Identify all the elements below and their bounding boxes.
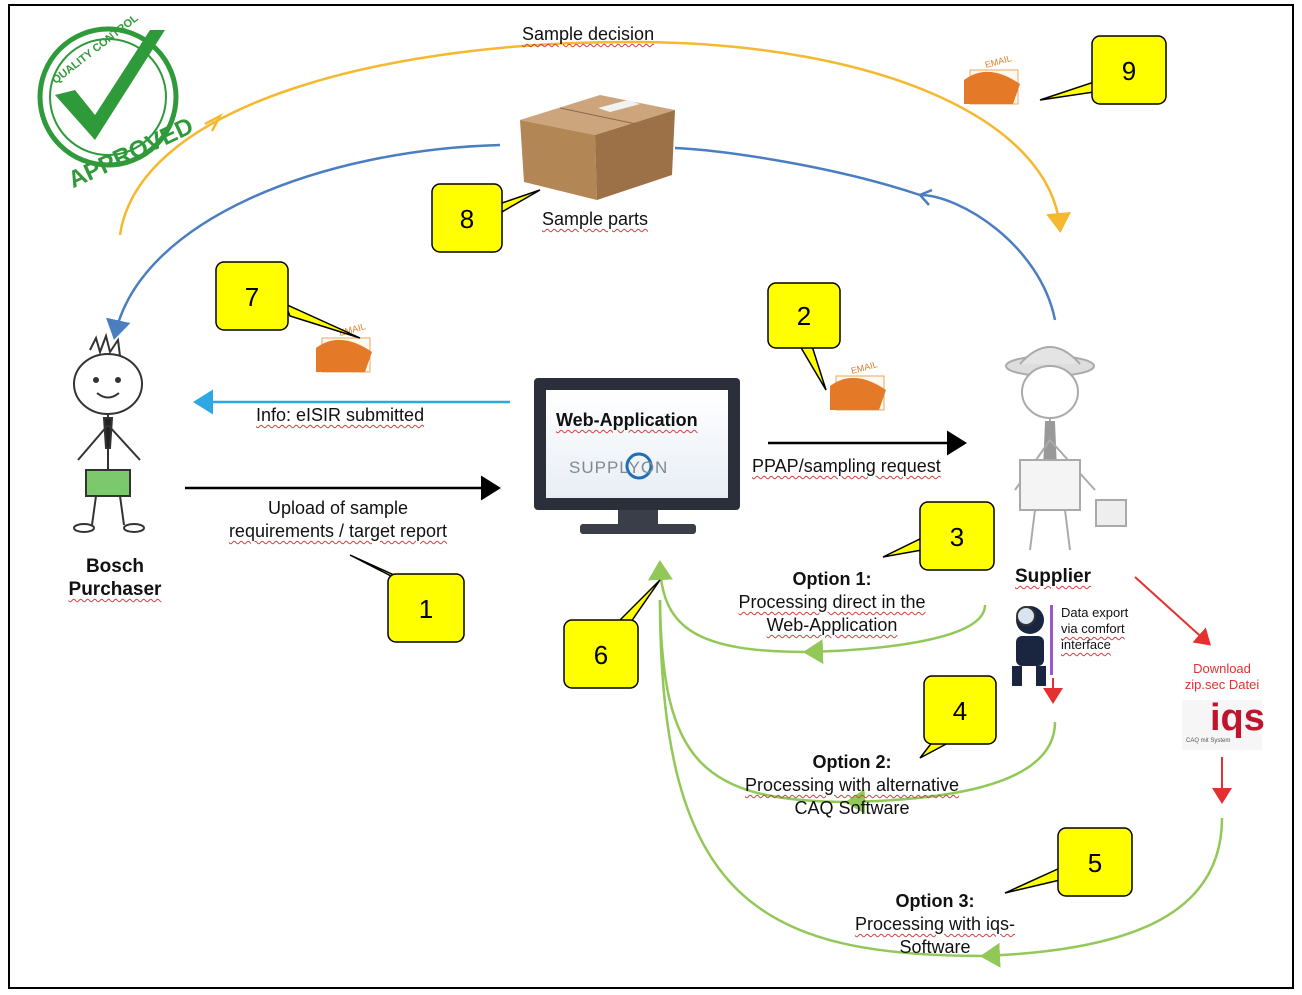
- bosch-purchaser-label: Bosch Purchaser: [60, 555, 170, 601]
- supplier-figure: [1005, 346, 1127, 551]
- callout-9: 9: [1039, 35, 1167, 105]
- download-arrow: [1134, 576, 1211, 646]
- download-label: Download zip.sec Datei: [1172, 661, 1272, 693]
- sample-decision-arrow: [118, 40, 1072, 236]
- info-submitted-label: Info: eISIR submitted: [256, 405, 425, 425]
- supplier-label: Supplier: [1015, 566, 1092, 587]
- option1-arrow: [803, 604, 987, 665]
- sample-decision-label: Sample decision: [522, 24, 655, 44]
- option3-title: Option 3:: [895, 891, 975, 911]
- robot-icon: [1012, 606, 1046, 686]
- upload-label-line2: requirements / target report: [228, 521, 448, 541]
- option1-arrow-return: [647, 560, 809, 654]
- data-export-line2: via comfort: [1061, 621, 1125, 636]
- option2-line2: CAQ Software: [794, 798, 910, 818]
- package-icon: [520, 95, 675, 200]
- option2-arrow-return: [658, 599, 851, 804]
- upload-label: Upload of sample requirements / target r…: [198, 497, 478, 543]
- callout-3: 3: [882, 501, 995, 571]
- data-export-line1: Data export: [1061, 605, 1129, 620]
- option1-line1: Processing direct in the: [738, 592, 926, 612]
- callout-1-number: 1: [419, 594, 433, 624]
- callout-4-number: 4: [953, 696, 967, 726]
- data-export-line3: interface: [1061, 637, 1111, 652]
- bosch-purchaser-figure: [73, 332, 145, 533]
- option1-title: Option 1:: [792, 569, 872, 589]
- option3-arrow-return: [658, 599, 986, 958]
- callout-6-number: 6: [594, 640, 608, 670]
- email-icon: EMAIL: [830, 359, 886, 411]
- sample-parts-arrow: [674, 146, 1057, 321]
- callout-2-number: 2: [797, 301, 811, 331]
- download-line2: zip.sec Datei: [1184, 677, 1260, 692]
- callout-9-number: 9: [1122, 56, 1136, 86]
- monitor-icon: [534, 378, 740, 534]
- callout-2: 2: [767, 282, 841, 391]
- option2-text: Option 2: Processing with alternative CA…: [722, 751, 982, 820]
- callout-3-number: 3: [950, 522, 964, 552]
- export-gradient-bar: [1050, 605, 1053, 675]
- email-icon: EMAIL: [964, 53, 1020, 105]
- option2-title: Option 2:: [812, 752, 892, 772]
- callout-1: 1: [349, 554, 465, 643]
- email-label: EMAIL: [850, 359, 879, 376]
- option3-text: Option 3: Processing with iqs- Software: [825, 890, 1045, 959]
- option3-line1: Processing with iqs-: [854, 914, 1016, 934]
- iqs-logo-text: iqs: [1210, 697, 1265, 739]
- option3-arrow: [980, 817, 1224, 968]
- sample-parts-arrow-left: [105, 143, 501, 340]
- sample-decision-arrowhead-left: [204, 112, 224, 132]
- sample-parts-label: Sample parts: [542, 209, 649, 229]
- supplyon-logo: SUPPLYON: [569, 458, 669, 477]
- upload-label-line1: Upload of sample: [267, 498, 409, 518]
- bosch-label-line2: Purchaser: [68, 579, 162, 600]
- email-icon: EMAIL: [316, 321, 372, 373]
- callout-8-number: 8: [460, 204, 474, 234]
- callout-6: 6: [563, 579, 661, 689]
- quality-approved-stamp: APPROVED QUALITY CONTROL: [37, 12, 198, 194]
- callout-5-number: 5: [1088, 848, 1102, 878]
- iqs-logo-box: [1182, 700, 1262, 750]
- callout-7-number: 7: [245, 282, 259, 312]
- callout-8: 8: [431, 183, 541, 253]
- sample-parts-arrowhead-top: [917, 188, 933, 206]
- option1-line2: Web-Application: [766, 615, 898, 635]
- webapp-title: Web-Application: [556, 410, 698, 430]
- ppap-label: PPAP/sampling request: [752, 456, 941, 476]
- callout-5: 5: [1004, 827, 1133, 897]
- option2-line1: Processing with alternative: [744, 775, 960, 795]
- option3-line2: Software: [899, 937, 971, 957]
- download-line1: Download: [1193, 661, 1251, 676]
- option2-arrow: [845, 721, 1057, 815]
- callout-7: 7: [215, 261, 361, 339]
- option1-text: Option 1: Processing direct in the Web-A…: [712, 568, 952, 637]
- iqs-logo-sub: CAQ mit System: [1186, 738, 1231, 744]
- callout-4: 4: [919, 675, 997, 759]
- email-label: EMAIL: [984, 53, 1013, 70]
- data-export-label: Data export via comfort interface: [1061, 605, 1128, 653]
- bosch-label-line1: Bosch: [85, 556, 145, 577]
